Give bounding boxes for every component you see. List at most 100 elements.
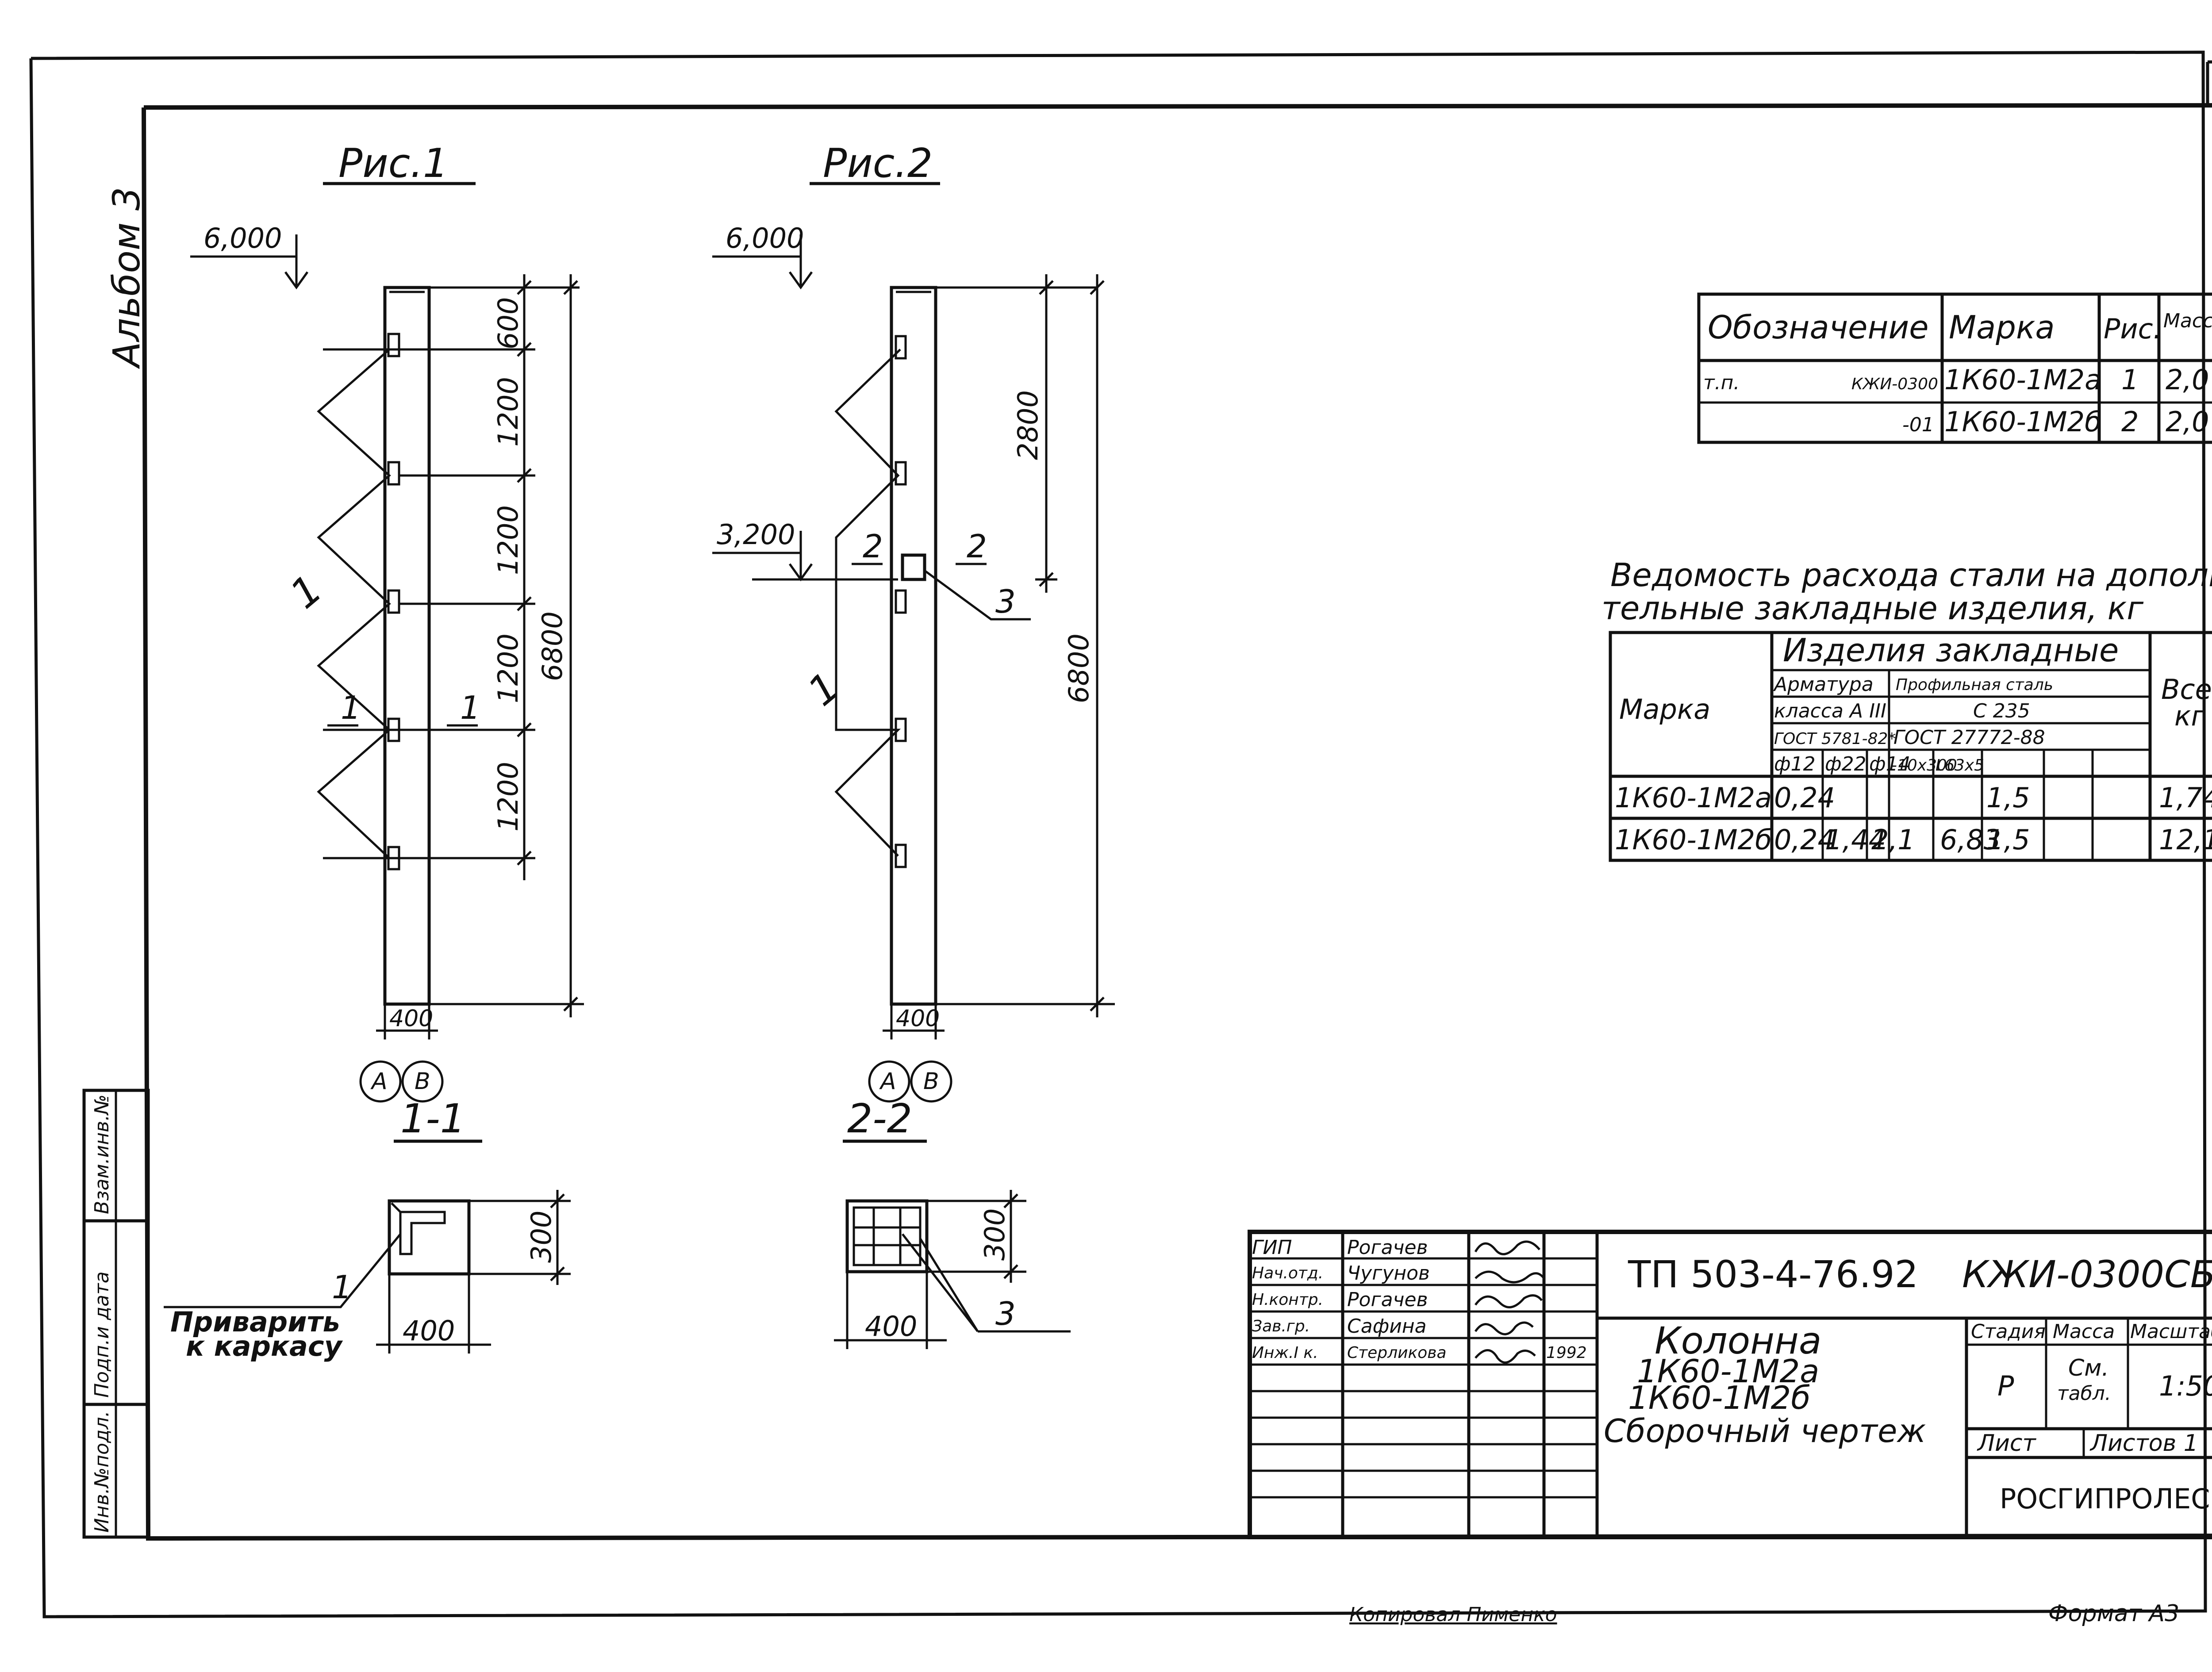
steel-header: ГОСТ 5781-82* (1774, 730, 1896, 748)
spec-cell: 2,0 (2166, 406, 2209, 438)
steel-subcol: -10x300 (1891, 756, 1957, 775)
total-height: 6800 (1063, 633, 1095, 703)
section-width: 400 (403, 1315, 455, 1347)
item-name: 1К60-1М2б (1628, 1379, 1811, 1416)
section-label: 1-1 (400, 1096, 465, 1142)
spec-table: Обозначение Марка Рис. Масса т т.п. КЖИ-… (1697, 292, 2212, 444)
steel-cell: 1,44 (1825, 824, 1886, 856)
steel-cell: 1,5 (1986, 824, 2030, 856)
side-stamp-cell: Взам.инв.№ (91, 1094, 113, 1214)
axis-label: А (370, 1068, 388, 1095)
dimension: 1200 (492, 633, 524, 703)
item-name: 1К60-1М2а (1637, 1353, 1819, 1390)
role: Зав.гр. (1252, 1317, 1310, 1335)
embedded-plate (895, 589, 907, 614)
axis-label: В (923, 1068, 939, 1095)
album-label: Альбом 3 (105, 187, 148, 369)
axis-label: А (879, 1068, 896, 1095)
steel-header: Профильная сталь (1896, 676, 2053, 694)
item-label: 1 (332, 1269, 352, 1306)
signature (1475, 1349, 1536, 1364)
spec-cell: 1К60-1М2а (1944, 364, 2101, 396)
item-label: 1 (799, 663, 849, 715)
spec-header: Масса т (2163, 310, 2212, 332)
steel-header: класса А III (1774, 700, 1886, 722)
steel-cell: 0,24 (1774, 824, 1835, 856)
item-name: Колонна (1655, 1319, 1821, 1362)
column-outline (890, 286, 937, 1006)
steel-subcol: ф22 (1825, 753, 1866, 775)
title-block: ГИП Рогачев Нач.отд. Чугунов Н.контр. Ро… (1248, 1230, 2212, 1539)
bracket-plate (901, 553, 926, 581)
figure-2: Рис.2 6,000 3,200 2 2 3 1 (712, 140, 1115, 1349)
dimension: 1200 (492, 377, 524, 447)
section-height: 300 (979, 1208, 1011, 1261)
sheets-label: Листов 1 (2089, 1430, 2198, 1457)
mass-value: См. (2068, 1355, 2109, 1381)
steel-header: Изделия закладные (1783, 632, 2119, 669)
elevation-top: 6,000 (204, 222, 282, 254)
steel-title: тельные закладные изделия, кг (1601, 590, 2144, 627)
spec-cell: -01 (1902, 414, 1934, 436)
embedded-plate (895, 844, 907, 868)
section-label: 2-2 (847, 1096, 912, 1142)
stage-header: Стадия (1971, 1320, 2046, 1343)
embedded-plate (387, 589, 400, 614)
spec-header: Обозначение (1708, 309, 1929, 346)
dimension: 600 (492, 297, 524, 349)
organization: РОСГИПРОЛЕС (2000, 1483, 2210, 1515)
section-height: 300 (525, 1211, 557, 1263)
footer-format: Формат А3 (2048, 1600, 2179, 1627)
cut-mark: 1 (460, 689, 480, 726)
steel-cell: 6,83 (1940, 824, 2001, 856)
sheet-number-box: 7 (2206, 60, 2212, 105)
column-width: 400 (389, 1005, 433, 1032)
steel-total: 12,11 (2159, 824, 2212, 856)
cut-mark: 2 (863, 528, 883, 565)
dimension: 1200 (492, 762, 524, 832)
axis-label: В (415, 1068, 430, 1095)
figure-2-title: Рис.2 (823, 140, 933, 187)
section-2-outline (845, 1199, 929, 1273)
steel-title: Ведомость расхода стали на дополни- (1610, 556, 2212, 594)
inner-frame (142, 103, 2212, 1541)
figure-1: Рис.1 6,000 600 1200 1200 1200 (164, 140, 584, 1362)
scale-value: 1:50 (2159, 1370, 2212, 1402)
side-stamp: Взам.инв.№ Подп.и дата Инв.№подл. (82, 1089, 150, 1539)
spec-header: Марка (1949, 309, 2055, 346)
steel-header: Арматура (1773, 673, 1874, 696)
elevation-top: 6,000 (726, 222, 804, 254)
cut-mark: 1 (341, 689, 361, 726)
steel-cell: 2,1 (1871, 824, 1915, 856)
scale-header: Масштаб (2130, 1320, 2212, 1343)
embedded-plate (387, 461, 400, 486)
stage-value: Р (1997, 1370, 2014, 1402)
steel-header: Всего (2161, 673, 2212, 706)
steel-table: Ведомость расхода стали на дополни- тель… (1601, 556, 2212, 862)
person: Сафина (1347, 1315, 1427, 1338)
mass-header: Масса (2053, 1320, 2115, 1343)
item-label: 3 (995, 1295, 1016, 1332)
spec-cell: 2 (2121, 406, 2139, 438)
steel-header: кг (2174, 700, 2205, 732)
section-1-outline (388, 1199, 471, 1276)
signature (1474, 1294, 1543, 1308)
mass-value: табл. (2057, 1382, 2111, 1405)
spec-cell: КЖИ-0300 (1851, 375, 1938, 393)
spec-cell: 2,0 (2166, 364, 2209, 396)
weld-note: к каркасу (186, 1330, 343, 1362)
person: Рогачев (1347, 1289, 1428, 1311)
steel-total: 1,74 (2159, 782, 2212, 814)
signature (1475, 1270, 1545, 1284)
outer-frame (29, 50, 2207, 1618)
person: Рогачев (1347, 1236, 1428, 1259)
elevation-mid: 3,200 (717, 518, 795, 551)
steel-subcol: ф14 (1869, 753, 1911, 775)
figure-1-title: Рис.1 (338, 140, 448, 187)
steel-subcol: L63x5 (1936, 756, 1984, 775)
steel-header: ГОСТ 27772-88 (1893, 726, 2045, 749)
spec-cell: т.п. (1703, 372, 1740, 394)
column-width: 400 (896, 1005, 940, 1032)
embedded-plate (387, 333, 400, 357)
sheet-label: Лист (1977, 1430, 2036, 1457)
